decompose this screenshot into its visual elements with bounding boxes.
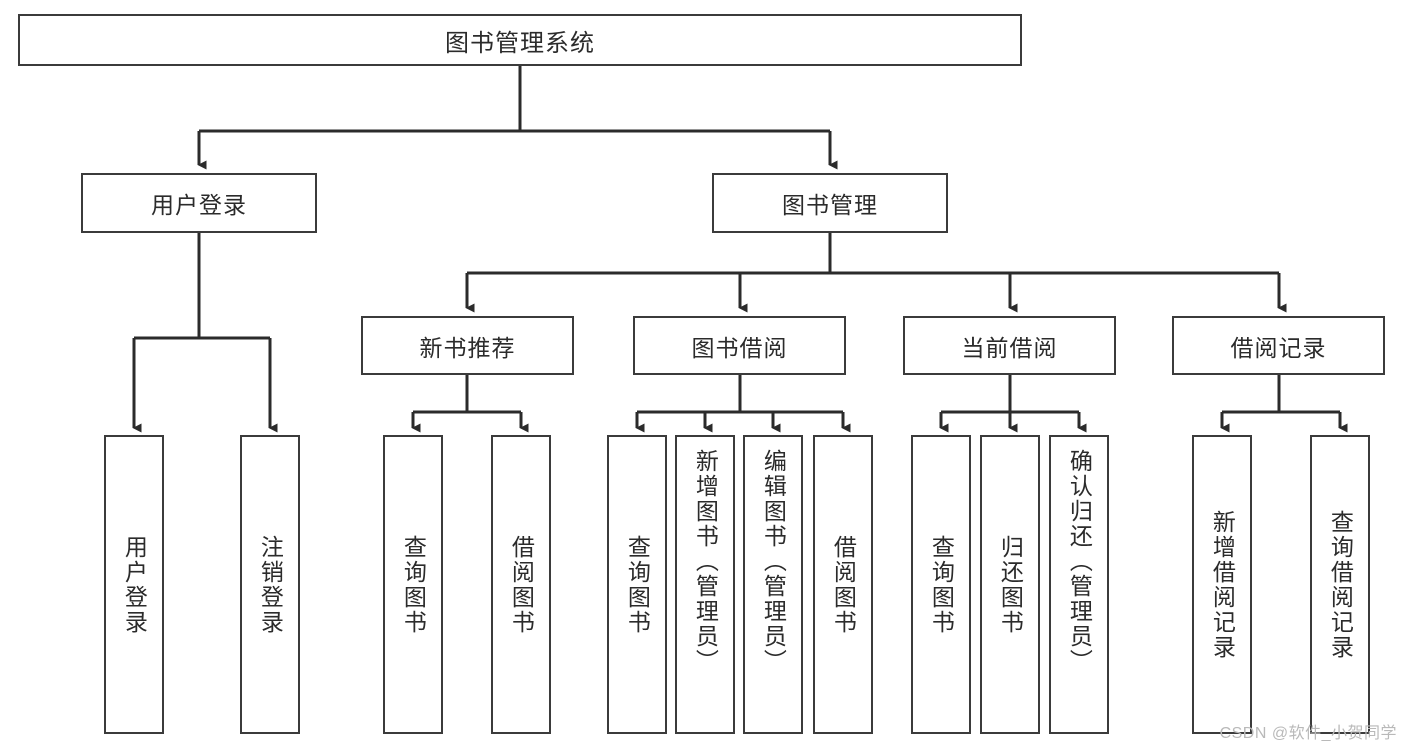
node-label: 查询借阅记录 xyxy=(1327,509,1354,660)
node-label: 确认归还（管理员） xyxy=(1066,449,1093,674)
leaf-newbook-query-book[interactable]: 查询图书 xyxy=(383,435,443,734)
node-current-borrow[interactable]: 当前借阅 xyxy=(903,316,1116,375)
node-label: 图书借阅 xyxy=(691,334,788,361)
leaf-newbook-borrow-book[interactable]: 借阅图书 xyxy=(491,435,551,734)
node-label: 借阅记录 xyxy=(1230,334,1327,361)
node-user-login[interactable]: 用户登录 xyxy=(81,173,317,233)
node-borrow-record[interactable]: 借阅记录 xyxy=(1172,316,1385,375)
node-label: 借阅图书 xyxy=(508,534,535,635)
node-label: 图书管理 xyxy=(782,192,878,218)
node-label: 新增借阅记录 xyxy=(1209,509,1236,660)
leaf-user-logout[interactable]: 注销登录 xyxy=(240,435,300,734)
leaf-borrow-add-book-admin[interactable]: 新增图书（管理员） xyxy=(675,435,735,734)
leaf-record-query-borrow-record[interactable]: 查询借阅记录 xyxy=(1310,435,1370,734)
node-label: 新增图书（管理员） xyxy=(692,449,719,674)
node-label: 图书管理系统 xyxy=(445,29,595,57)
leaf-borrow-borrow-book[interactable]: 借阅图书 xyxy=(813,435,873,734)
leaf-current-query-book[interactable]: 查询图书 xyxy=(911,435,971,734)
node-label: 编辑图书（管理员） xyxy=(760,449,787,674)
leaf-current-confirm-return-admin[interactable]: 确认归还（管理员） xyxy=(1049,435,1109,734)
node-label: 查询图书 xyxy=(928,534,955,635)
node-label: 注销登录 xyxy=(257,534,284,635)
node-label: 归还图书 xyxy=(997,534,1024,635)
node-label: 查询图书 xyxy=(400,534,427,635)
node-book-management[interactable]: 图书管理 xyxy=(712,173,948,233)
leaf-record-add-borrow-record[interactable]: 新增借阅记录 xyxy=(1192,435,1252,734)
node-label: 用户登录 xyxy=(121,534,148,635)
leaf-borrow-query-book[interactable]: 查询图书 xyxy=(607,435,667,734)
node-new-book-recommend[interactable]: 新书推荐 xyxy=(361,316,574,375)
node-label: 查询图书 xyxy=(624,534,651,635)
leaf-borrow-edit-book-admin[interactable]: 编辑图书（管理员） xyxy=(743,435,803,734)
node-label: 借阅图书 xyxy=(830,534,857,635)
leaf-current-return-book[interactable]: 归还图书 xyxy=(980,435,1040,734)
node-label: 当前借阅 xyxy=(961,334,1058,361)
node-label: 用户登录 xyxy=(151,192,247,218)
node-label: 新书推荐 xyxy=(419,334,516,361)
node-book-borrow[interactable]: 图书借阅 xyxy=(633,316,846,375)
node-root-system[interactable]: 图书管理系统 xyxy=(18,14,1022,66)
leaf-user-login[interactable]: 用户登录 xyxy=(104,435,164,734)
watermark: CSDN @软件_小贺同学 xyxy=(1219,725,1397,742)
